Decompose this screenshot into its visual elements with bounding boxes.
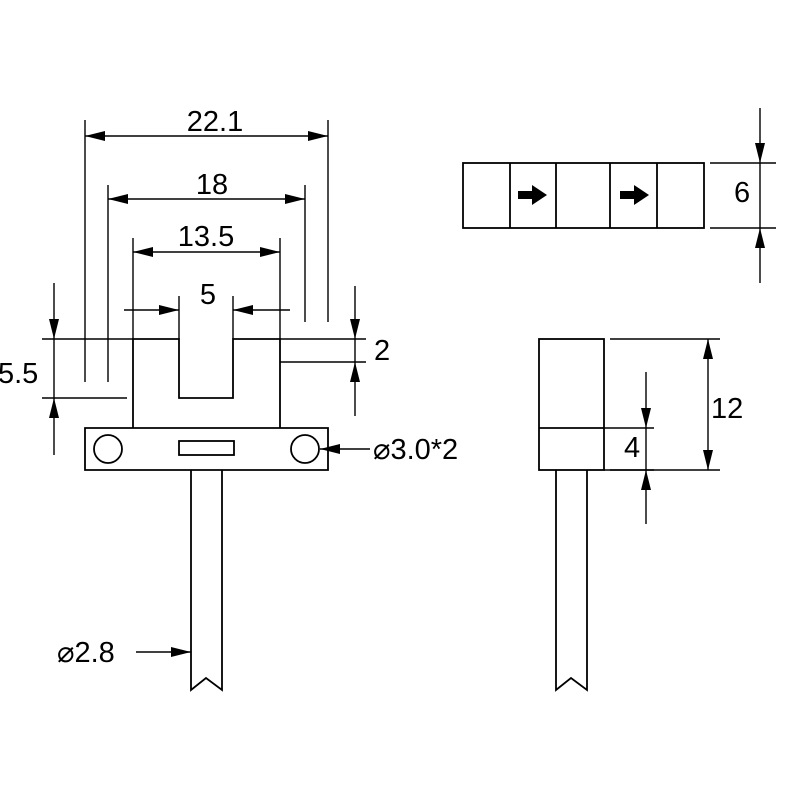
cable-front [190,470,223,692]
extension-lines-top [710,162,776,229]
front-view: 22.1 18 13.5 5 5.5 [0,106,458,692]
dimension-label-22-1: 22.1 [187,106,243,138]
cable-callout-label: ⌀2.8 [57,637,115,669]
hole-callout: ⌀3.0*2 [320,434,458,466]
extension-lines-side [604,338,720,471]
dimension-5: 5 [124,279,290,315]
dimension-6: 6 [734,108,765,283]
extension-lines-front [42,120,366,399]
dimension-5-5: 5.5 [0,283,59,455]
dimension-4: 4 [624,372,651,524]
top-view: 6 [462,108,776,283]
dimension-label-12: 12 [711,393,743,425]
cable-callout: ⌀2.8 [57,637,191,669]
dimension-label-4: 4 [624,432,640,464]
sensor-body-outline [84,338,329,471]
dimension-18: 18 [108,169,305,204]
mounting-hole-left [93,434,123,464]
hole-callout-label: ⌀3.0*2 [373,434,458,466]
dimension-12: 12 [703,339,743,470]
dimension-label-5: 5 [200,279,216,311]
dimension-2: 2 [350,286,390,416]
dimension-label-18: 18 [196,169,228,201]
dimension-label-13-5: 13.5 [178,221,234,253]
dimension-label-6: 6 [734,177,750,209]
arrow-right-icon [620,185,649,205]
side-view: 12 4 [538,338,743,692]
mounting-hole-right [290,434,320,464]
top-view-outline [462,162,705,229]
top-view-dividers [509,163,658,228]
dimension-22-1: 22.1 [85,106,328,141]
side-view-outline [538,338,605,471]
dimension-label-5-5: 5.5 [0,358,38,390]
dimension-label-2: 2 [374,335,390,367]
cable-side [555,470,588,692]
arrow-right-icon [518,185,547,205]
body-slot [178,440,235,456]
dimension-13-5: 13.5 [133,221,280,257]
